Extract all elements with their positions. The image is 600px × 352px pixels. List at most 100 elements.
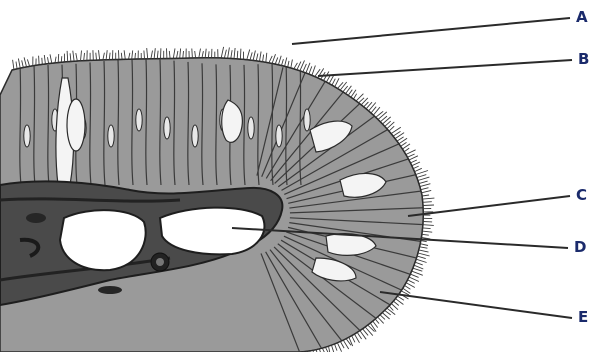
cilium xyxy=(106,50,107,60)
cilium xyxy=(84,53,85,61)
leader-line-b xyxy=(318,60,572,76)
cilium xyxy=(419,250,429,252)
cilium xyxy=(202,51,203,58)
cilium xyxy=(423,228,431,229)
cilium xyxy=(421,188,429,190)
labels: A B C D E xyxy=(574,8,589,326)
cilium xyxy=(415,168,422,171)
cilium xyxy=(312,66,316,76)
cilium xyxy=(423,198,435,199)
cilium xyxy=(420,247,428,248)
cilium xyxy=(340,342,344,349)
cilium xyxy=(387,308,395,314)
label-a: A xyxy=(576,8,588,26)
cilium xyxy=(380,315,385,320)
cilium xyxy=(389,306,393,311)
cilium xyxy=(263,55,264,62)
cilium xyxy=(389,126,394,131)
cilium xyxy=(81,51,82,61)
cilium xyxy=(157,51,158,59)
cilium xyxy=(260,52,262,62)
cilium xyxy=(13,60,14,70)
cilium xyxy=(409,156,418,160)
cilium xyxy=(285,58,287,67)
cilium xyxy=(423,205,434,206)
cilium xyxy=(48,57,49,63)
cilium xyxy=(221,47,223,58)
cilium xyxy=(332,345,335,352)
cilium xyxy=(404,148,409,152)
cilium xyxy=(27,59,29,66)
cilium xyxy=(250,52,252,60)
cilium xyxy=(419,181,428,184)
cilium xyxy=(256,54,258,61)
cilium xyxy=(291,60,293,68)
cilium xyxy=(412,271,423,275)
cilium xyxy=(205,49,206,58)
cilium xyxy=(417,256,426,259)
cilium xyxy=(404,285,410,289)
cilium xyxy=(416,171,428,175)
cilium xyxy=(44,55,45,64)
cilium xyxy=(266,53,267,63)
cilium xyxy=(383,117,391,124)
cilium xyxy=(303,64,307,72)
cilium xyxy=(234,48,235,59)
cilium xyxy=(393,301,398,305)
cilium xyxy=(420,244,428,246)
nucleus xyxy=(24,125,30,147)
nucleus xyxy=(164,117,170,139)
cilium xyxy=(418,253,430,256)
cilium xyxy=(154,48,155,59)
cilium xyxy=(61,56,62,62)
cilium xyxy=(422,195,429,196)
cilium xyxy=(423,225,434,226)
cilium xyxy=(422,234,429,235)
cilium xyxy=(247,50,250,60)
cilium xyxy=(418,177,430,180)
cilium xyxy=(144,51,145,59)
cilium xyxy=(332,79,335,85)
cilium xyxy=(180,49,181,59)
cilium xyxy=(415,262,423,265)
cilium xyxy=(297,62,301,70)
cilium xyxy=(16,62,17,69)
cilium xyxy=(411,160,417,163)
cilium xyxy=(413,268,422,271)
cilium xyxy=(173,48,175,58)
cilium xyxy=(169,51,170,59)
label-b: B xyxy=(578,50,589,68)
epithelial-tissue xyxy=(0,47,440,352)
cilium xyxy=(288,61,289,67)
cilium xyxy=(224,50,226,58)
cilium xyxy=(397,137,404,141)
nucleus xyxy=(108,125,114,147)
cilium xyxy=(199,49,201,58)
cilium xyxy=(278,56,281,65)
cilium xyxy=(70,53,71,61)
nucleus xyxy=(276,125,282,147)
cilium xyxy=(423,202,432,203)
leader-line-a xyxy=(292,18,570,44)
cilium xyxy=(132,50,133,59)
cilium xyxy=(121,53,122,60)
cilium xyxy=(354,94,357,99)
cilium xyxy=(24,57,26,67)
cilium xyxy=(208,51,209,57)
nucleus xyxy=(248,117,254,139)
cilium xyxy=(96,53,97,60)
cilium xyxy=(228,47,230,58)
nucleus xyxy=(304,109,310,131)
cilium xyxy=(294,63,298,69)
cilium xyxy=(18,59,20,69)
cilium xyxy=(147,48,148,59)
cilium xyxy=(416,259,427,262)
cilium xyxy=(275,57,278,64)
cilium xyxy=(357,332,361,339)
cilium xyxy=(237,51,238,59)
cilium xyxy=(414,265,423,269)
cilium xyxy=(135,53,136,59)
cilium xyxy=(192,49,193,58)
cilium xyxy=(412,162,420,166)
